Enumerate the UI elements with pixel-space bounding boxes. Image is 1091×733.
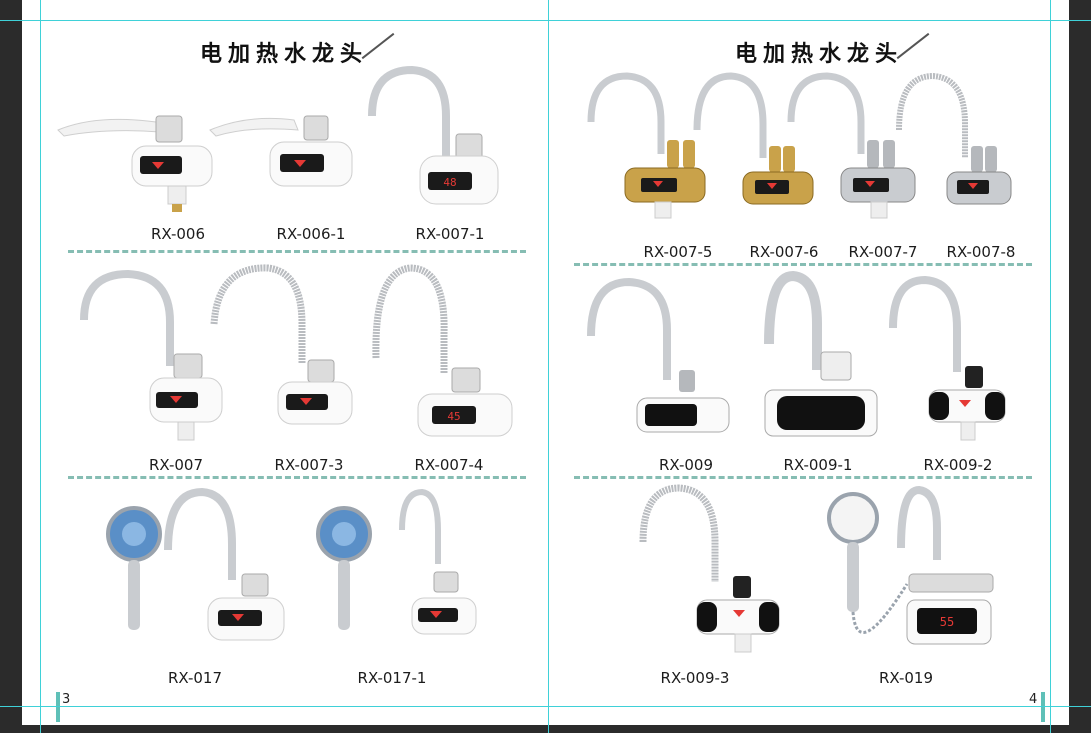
- guide-line: [0, 20, 1091, 21]
- page-number-bar: [1041, 692, 1045, 722]
- row-separator: [68, 476, 526, 479]
- page-number-bar: [56, 692, 60, 722]
- svg-text:48: 48: [443, 176, 456, 189]
- catalog-page-right: 电加热水龙头: [549, 0, 1069, 725]
- model-label: RX-009: [659, 456, 713, 474]
- faucet-image-rx-006-1: [208, 110, 353, 200]
- model-label: RX-007-6: [749, 243, 819, 261]
- faucet-icon: [587, 72, 706, 219]
- faucet-icon: [764, 270, 878, 437]
- model-label: RX-007-1: [415, 225, 485, 243]
- svg-text:45: 45: [447, 410, 460, 423]
- shower-head-icon: [106, 487, 285, 641]
- faucet-icon: [896, 72, 1012, 205]
- shower-head-icon: 55: [827, 485, 994, 645]
- faucet-image-rx-007: [78, 269, 228, 452]
- faucet-icon: 45: [372, 264, 513, 437]
- model-label: RX-009-2: [923, 456, 993, 474]
- page-number: 3: [62, 692, 71, 707]
- model-label: RX-019: [879, 669, 933, 687]
- page-title: 电加热水龙头: [200, 41, 369, 67]
- faucet-icon: [639, 484, 780, 653]
- guide-line: [548, 0, 549, 733]
- page-title: 电加热水龙头: [735, 41, 904, 67]
- shower-faucet-image-rx-017: [106, 487, 288, 670]
- faucet-image-rx-007-7: [787, 72, 917, 234]
- faucet-icon: [210, 264, 353, 425]
- faucet-icon: [57, 115, 213, 212]
- row-separator: [574, 476, 1032, 479]
- faucet-icon: [889, 275, 1006, 441]
- svg-text:55: 55: [940, 615, 954, 629]
- catalog-page-left: 电加热水龙头 48 RX-006 RX-006: [22, 0, 548, 725]
- faucet-icon: [693, 72, 814, 205]
- page-number: 4: [1029, 692, 1038, 707]
- model-label: RX-009-3: [660, 669, 730, 687]
- guide-line: [0, 706, 1091, 707]
- faucet-image-rx-007-6: [691, 72, 821, 234]
- faucet-icon: 48: [368, 65, 499, 205]
- guide-line: [1050, 0, 1051, 733]
- faucet-image-rx-009-3: [639, 484, 789, 666]
- faucet-image-rx-006: [56, 108, 216, 218]
- faucet-image-rx-007-4: 45: [370, 264, 530, 454]
- model-label: RX-006-1: [276, 225, 346, 243]
- faucet-image-rx-007-1: 48: [364, 65, 499, 216]
- faucet-image-rx-009: [587, 277, 737, 440]
- model-label: RX-009-1: [783, 456, 853, 474]
- model-label: RX-007-5: [643, 243, 713, 261]
- faucet-image-rx-009-2: [889, 275, 1019, 448]
- faucet-image-rx-007-3: [208, 264, 358, 454]
- model-label: RX-007-3: [274, 456, 344, 474]
- faucet-image-rx-007-8: [893, 72, 1023, 234]
- model-label: RX-017: [168, 669, 222, 687]
- guide-line: [40, 0, 41, 733]
- shower-head-icon: [316, 488, 477, 635]
- shower-faucet-image-rx-017-1: [316, 488, 488, 670]
- shower-faucet-image-rx-019: 55: [827, 485, 997, 678]
- row-separator: [574, 263, 1032, 266]
- model-label: RX-007-8: [946, 243, 1016, 261]
- faucet-icon: [587, 277, 730, 433]
- model-label: RX-006: [151, 225, 205, 243]
- row-separator: [68, 250, 526, 253]
- faucet-icon: [787, 72, 916, 219]
- model-label: RX-007: [149, 456, 203, 474]
- faucet-image-rx-009-1: [759, 270, 879, 444]
- model-label: RX-007-7: [848, 243, 918, 261]
- faucet-image-rx-007-5: [587, 72, 717, 234]
- model-label: RX-017-1: [357, 669, 427, 687]
- faucet-icon: [80, 269, 223, 441]
- faucet-icon: [209, 115, 353, 187]
- model-label: RX-007-4: [414, 456, 484, 474]
